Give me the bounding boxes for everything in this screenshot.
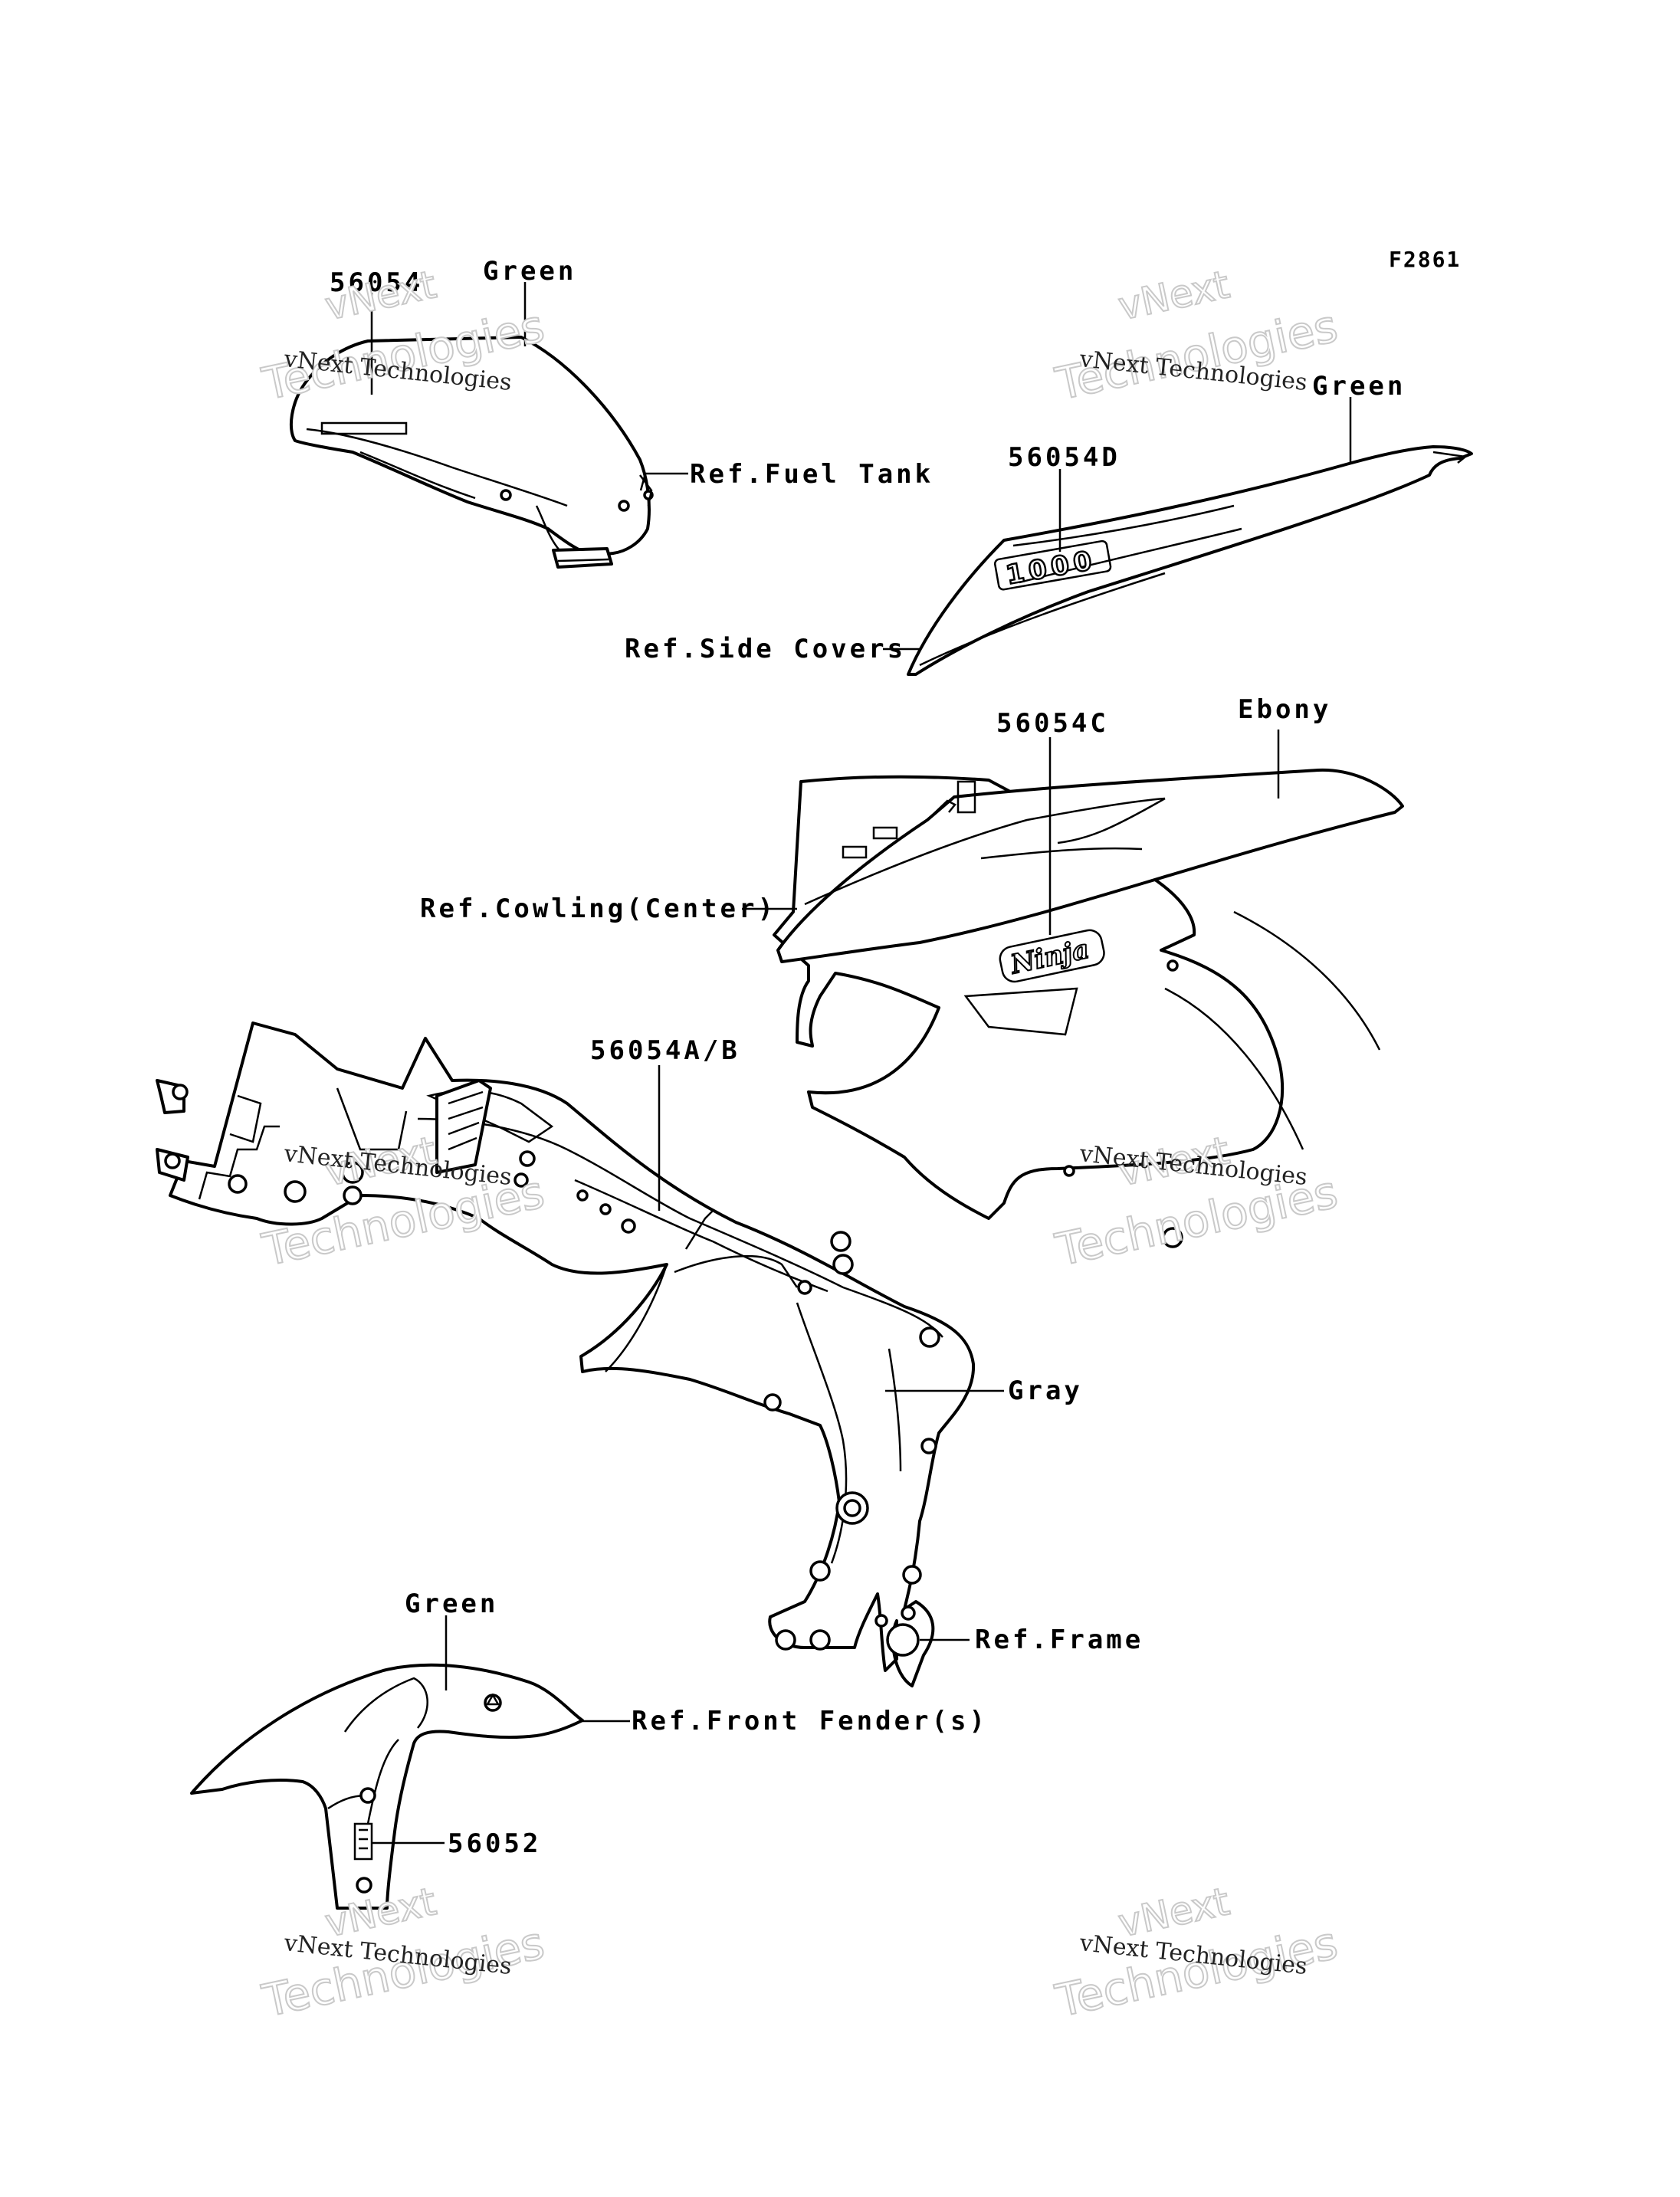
cowl-ref-label: Ref.Cowling(Center) [420, 894, 776, 924]
cowling: Ninja [773, 768, 1404, 1248]
fuel-tank-cover [289, 336, 654, 569]
fender-part-label: 56052 [448, 1828, 541, 1859]
cowl-color-label: Ebony [1238, 694, 1331, 725]
tank-ref-label: Ref.Fuel Tank [690, 459, 934, 490]
frame-part-label: 56054A/B [590, 1035, 740, 1066]
side-ref-label: Ref.Side Covers [625, 634, 906, 664]
fender-ref-label: Ref.Front Fender(s) [632, 1706, 988, 1736]
tank-part-label: 56054 [330, 267, 423, 298]
front-fender [190, 1663, 584, 1910]
frame-color-label: Gray [1008, 1376, 1083, 1406]
frame-ref-label: Ref.Frame [975, 1625, 1144, 1655]
frame [156, 1021, 976, 1687]
tank-ref-leader [639, 472, 688, 491]
side-part-label: 56054D [1008, 442, 1121, 473]
tank-color-label: Green [483, 256, 576, 287]
side-color-label: Green [1312, 371, 1406, 402]
watermark-big-a-2: vNext [1114, 262, 1233, 329]
side-cover: 1000 [907, 445, 1473, 676]
fender-color-label: Green [405, 1589, 498, 1619]
cowl-part-label: 56054C [996, 708, 1109, 739]
figure-code: F2861 [1389, 247, 1461, 272]
